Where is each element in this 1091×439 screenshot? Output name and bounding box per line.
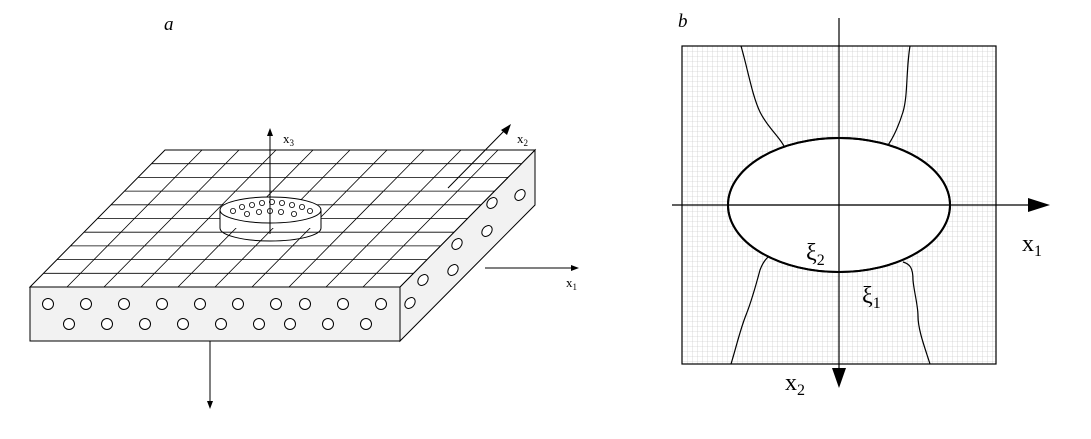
x2-axis-arrow bbox=[501, 124, 511, 135]
b-x2-label: x2 bbox=[785, 370, 805, 399]
b-x1-axis-arrow bbox=[1028, 198, 1050, 212]
b-x1-label: x1 bbox=[1022, 231, 1042, 260]
right-face-fibers bbox=[404, 189, 526, 309]
elliptical-hole-outline bbox=[727, 137, 951, 273]
lower-right-curve bbox=[902, 261, 931, 365]
interface-curves bbox=[730, 45, 931, 365]
lower-left-curve bbox=[730, 251, 775, 365]
cylinder-bottom-edge bbox=[219, 227, 322, 242]
panel-b-label: b bbox=[678, 11, 688, 32]
upper-left-curve bbox=[740, 45, 785, 147]
upper-right-curve bbox=[885, 45, 911, 149]
x3-axis-lower-arrow bbox=[207, 401, 213, 409]
x1-axis-arrow bbox=[571, 265, 579, 271]
panel-a-label: a bbox=[164, 14, 174, 35]
b-x2-axis-arrow bbox=[832, 368, 846, 388]
x1-label: x1 bbox=[566, 275, 577, 292]
front-face-fibers bbox=[42, 298, 387, 330]
x3-axis-arrow bbox=[267, 128, 273, 136]
cylinder-fibers bbox=[229, 198, 313, 217]
plate-front-face bbox=[29, 286, 401, 342]
x3-label: x3 bbox=[283, 131, 295, 148]
xi1-label: ξ1 bbox=[862, 283, 881, 312]
xi2-label: ξ2 bbox=[806, 240, 825, 269]
x2-label: x2 bbox=[517, 131, 528, 148]
x2-axis bbox=[447, 129, 506, 189]
panel-b: b x1 x2 ξ2 ξ1 bbox=[672, 11, 1050, 399]
panel-a: a bbox=[28, 14, 579, 409]
